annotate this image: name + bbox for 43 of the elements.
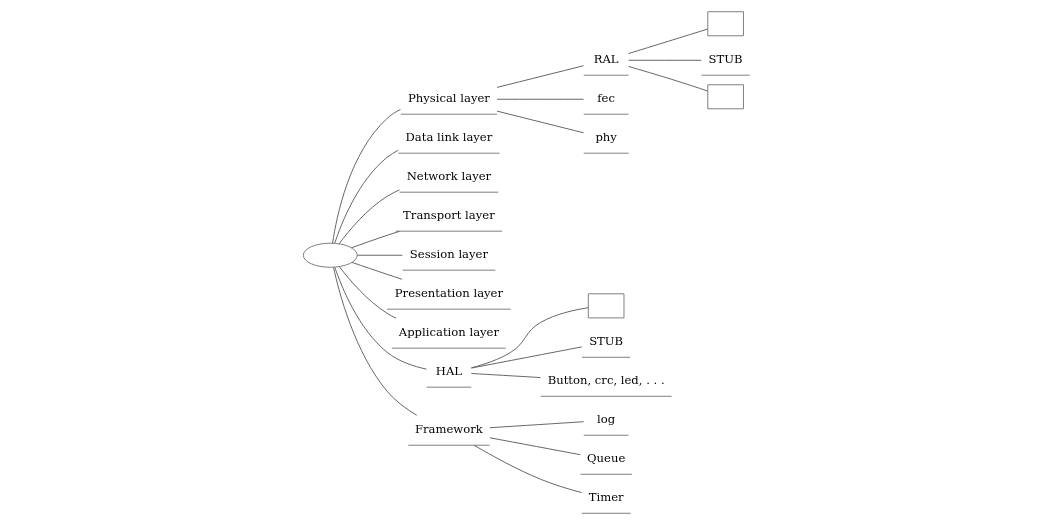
connector <box>470 346 583 369</box>
connector <box>473 444 583 494</box>
connector <box>496 110 585 134</box>
node-box <box>707 84 744 110</box>
node-text: STUB <box>708 52 743 67</box>
connector <box>628 65 709 92</box>
node-box <box>707 11 744 37</box>
connector <box>332 108 401 244</box>
connector <box>351 230 400 249</box>
connector <box>470 307 589 369</box>
connector <box>489 437 581 456</box>
node-text: fec <box>597 91 615 106</box>
node-text: HAL <box>435 364 463 379</box>
connector <box>333 266 418 416</box>
connector <box>489 421 585 429</box>
node-text: RAL <box>593 52 619 67</box>
node-text: phy <box>595 130 617 145</box>
connector <box>338 266 397 319</box>
connector <box>628 28 709 55</box>
connector <box>334 266 427 370</box>
node-text: Transport layer <box>403 208 495 223</box>
node-text: STUB <box>589 334 624 349</box>
node-text: Physical layer <box>407 91 490 106</box>
node-text: Session layer <box>409 247 489 262</box>
node-text: log <box>597 412 616 427</box>
node-ellipse <box>302 242 358 268</box>
connector <box>496 65 585 88</box>
node-text: Application layer <box>398 325 500 340</box>
node-text: Data link layer <box>405 130 493 145</box>
node-text: Presentation layer <box>394 286 504 301</box>
node-text: Network layer <box>406 169 492 184</box>
connector <box>334 149 399 244</box>
node-text: Framework <box>414 422 483 437</box>
node-box <box>587 293 625 319</box>
node-text: Timer <box>588 490 624 505</box>
node-text: Queue <box>587 451 626 466</box>
connector <box>338 189 400 245</box>
node-text: Button, crc, led, . . . <box>547 373 665 388</box>
connector <box>470 373 541 379</box>
connector <box>628 59 702 61</box>
connector <box>351 261 403 280</box>
connector <box>496 98 585 100</box>
connector <box>356 254 403 256</box>
